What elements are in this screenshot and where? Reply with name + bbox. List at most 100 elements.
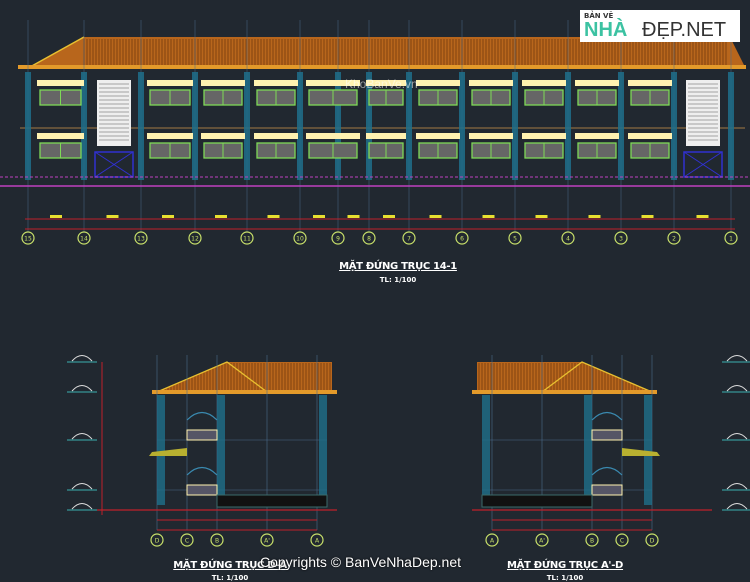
axis-bubble-7: 7: [402, 231, 416, 245]
axis-bubble-circle: [455, 231, 469, 245]
window-lintel: [416, 80, 460, 86]
column: [618, 72, 624, 180]
axis-label: A': [264, 538, 270, 545]
level-symbol: [71, 355, 93, 362]
window-lintel: [254, 80, 298, 86]
axis-bubble-A': A': [260, 533, 274, 547]
axis-bubble-4: 4: [561, 231, 575, 245]
dimension-value: [162, 215, 174, 218]
axis-bubble-14: 14: [77, 231, 91, 245]
logo-top-text: BẢN VẼ: [584, 12, 614, 20]
axis-bubble-1: 1: [724, 231, 738, 245]
axis-bubble-B: B: [585, 533, 599, 547]
column: [512, 72, 518, 180]
window-lintel: [416, 133, 460, 139]
axis-bubble-circle: [210, 533, 224, 547]
axis-bubble-circle: [21, 231, 35, 245]
axis-label: 2: [672, 236, 676, 243]
axis-bubble-circle: [535, 533, 549, 547]
entrance-door: [94, 151, 134, 178]
axis-bubble-A: A: [310, 533, 324, 547]
dimension-value: [106, 215, 119, 218]
dimension-value: [267, 215, 280, 218]
column: [644, 395, 652, 505]
right-elevation: [472, 355, 750, 531]
balcony-railing: [186, 484, 218, 496]
entrance-cross: [94, 151, 134, 178]
axis-label: D: [155, 538, 160, 545]
main-elevation-title: MẶT ĐỨNG TRỤC 14-1: [339, 261, 457, 272]
axis-bubble-D: D: [645, 533, 659, 547]
window-lintel: [628, 133, 672, 139]
axis-bubble-12: 12: [188, 231, 202, 245]
window-lintel: [469, 133, 513, 139]
column: [728, 72, 734, 180]
roof-hip-line: [29, 36, 85, 68]
window-lintel: [254, 133, 298, 139]
dimension-value: [588, 215, 601, 218]
dimension-value: [313, 215, 325, 218]
axis-bubble-3: 3: [614, 231, 628, 245]
axis-label: A: [490, 538, 495, 545]
logo-main-left: NHÀ: [584, 19, 628, 41]
axis-label: 12: [191, 236, 199, 243]
arch: [591, 411, 623, 421]
axis-bubble-circle: [362, 231, 376, 245]
arch: [591, 466, 623, 476]
axis-label: A: [315, 538, 320, 545]
window-lintel: [366, 80, 406, 86]
axis-bubble-circle: [667, 231, 681, 245]
window-lintel: [522, 80, 566, 86]
axis-bubble-A': A': [535, 533, 549, 547]
dimension-value: [215, 215, 227, 218]
roof-ridge: [541, 361, 653, 393]
left-elevation: [67, 355, 337, 531]
axis-bubble-circle: [240, 231, 254, 245]
side-eave: [152, 390, 337, 394]
window-lintel: [37, 80, 84, 86]
axis-label: 8: [367, 236, 371, 243]
level-symbol: [71, 433, 93, 440]
axis-bubble-A: A: [485, 533, 499, 547]
axis-bubble-C: C: [180, 533, 194, 547]
roof-ridge: [156, 361, 268, 393]
window-lintel: [201, 80, 245, 86]
axis-bubble-circle: [615, 533, 629, 547]
axis-label: C: [185, 538, 189, 545]
site-logo: BẢN VẼ NHÀ ĐẸP.NET: [580, 10, 740, 42]
column: [192, 72, 198, 180]
axis-label: 4: [566, 236, 570, 243]
axis-bubble-circle: [77, 231, 91, 245]
copyright-watermark: Copyrights © BanVeNhaDep.net: [260, 554, 461, 570]
window-lintel: [469, 80, 513, 86]
window-lintel: [147, 80, 193, 86]
level-symbol: [726, 483, 748, 490]
window-lintel: [575, 133, 619, 139]
axis-bubble-circle: [150, 533, 164, 547]
window-lintel: [147, 133, 193, 139]
window-lintel: [575, 80, 619, 86]
window-lintel: [628, 80, 672, 86]
roof-eave: [18, 65, 746, 69]
level-symbol: [726, 355, 748, 362]
column: [335, 72, 341, 180]
balcony-railing: [591, 429, 623, 441]
axis-bubble-C: C: [615, 533, 629, 547]
foundation-hatch: [481, 494, 593, 508]
axis-bubble-5: 5: [508, 231, 522, 245]
level-symbol: [726, 503, 748, 510]
side-eave: [472, 390, 657, 394]
axis-bubble-circle: [614, 231, 628, 245]
axis-bubble-circle: [180, 533, 194, 547]
axis-bubble-circle: [724, 231, 738, 245]
arch: [186, 466, 218, 476]
right-elevation-title: MẶT ĐỨNG TRỤC A'-D: [506, 560, 624, 571]
column: [565, 72, 571, 180]
foundation-hatch: [216, 494, 328, 508]
column: [138, 72, 144, 180]
axis-label: D: [650, 538, 655, 545]
axis-label: 1: [729, 236, 733, 243]
dimension-value: [347, 215, 360, 218]
